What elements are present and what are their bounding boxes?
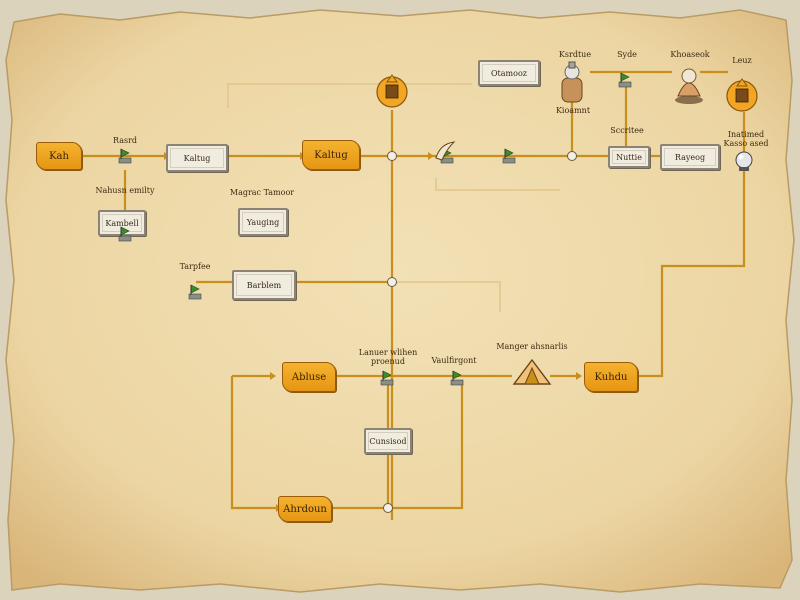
- label-vault: Vaulfirgont: [431, 356, 477, 365]
- green-flag-icon[interactable]: [118, 148, 132, 164]
- plaque-tower[interactable]: Otamooz: [478, 60, 540, 86]
- tent-icon[interactable]: [512, 358, 552, 386]
- banner-lake[interactable]: Abluse: [282, 362, 336, 392]
- banner-camp[interactable]: Ahrdoun: [278, 496, 332, 522]
- banner-start[interactable]: Kah: [36, 142, 82, 170]
- label-top-left: Ksrdtue: [558, 50, 592, 59]
- label-tavern: Tarpfee: [179, 262, 211, 271]
- horn-icon[interactable]: [434, 140, 456, 162]
- plaque-brook[interactable]: Nuttie: [608, 146, 650, 168]
- green-flag-icon[interactable]: [450, 370, 464, 386]
- label-scrim: Sccritee: [610, 126, 644, 135]
- label-top-mid: Syde: [617, 50, 637, 59]
- label-mill: Magrac Tamoor: [229, 188, 295, 197]
- milestone-node[interactable]: [387, 151, 397, 161]
- road-network: [80, 70, 746, 520]
- label-manor: Manger ahsnarlis: [496, 342, 568, 351]
- green-flag-icon[interactable]: [618, 72, 632, 88]
- green-flag-icon[interactable]: [118, 226, 132, 242]
- banner-valley[interactable]: Kuhdu: [584, 362, 638, 392]
- gold-medallion-icon[interactable]: [374, 72, 410, 108]
- plaque-shrine[interactable]: Cunsisod: [364, 428, 412, 454]
- green-flag-icon[interactable]: [380, 370, 394, 386]
- plaque-ridge[interactable]: Rayeog: [660, 144, 720, 170]
- milestone-node[interactable]: [383, 503, 393, 513]
- plaque-outpost[interactable]: Kaltug: [166, 144, 228, 172]
- milestone-node[interactable]: [387, 277, 397, 287]
- label-start: Rasrd: [112, 136, 138, 145]
- plaque-hall[interactable]: Yauging: [238, 208, 288, 236]
- green-flag-icon[interactable]: [188, 284, 202, 300]
- bronze-statue-icon[interactable]: [670, 60, 708, 106]
- crystal-orb-icon[interactable]: [734, 150, 754, 172]
- gold-medallion-icon[interactable]: [724, 76, 760, 112]
- label-far-right: Leuz: [732, 56, 752, 65]
- cauldron-icon[interactable]: [556, 58, 588, 106]
- green-flag-icon[interactable]: [502, 148, 516, 164]
- label-lamer: Lanuer wlihen proenud: [358, 348, 418, 366]
- plaque-fen[interactable]: Barblem: [232, 270, 296, 300]
- label-store: Kioamnt: [555, 106, 591, 115]
- label-gate: Inatimed Kasso ased: [723, 130, 769, 148]
- banner-fort[interactable]: Kaltug: [302, 140, 360, 170]
- milestone-node[interactable]: [567, 151, 577, 161]
- label-top-right: Khoaseok: [670, 50, 710, 59]
- label-mine: Nahusn emilty: [95, 186, 155, 195]
